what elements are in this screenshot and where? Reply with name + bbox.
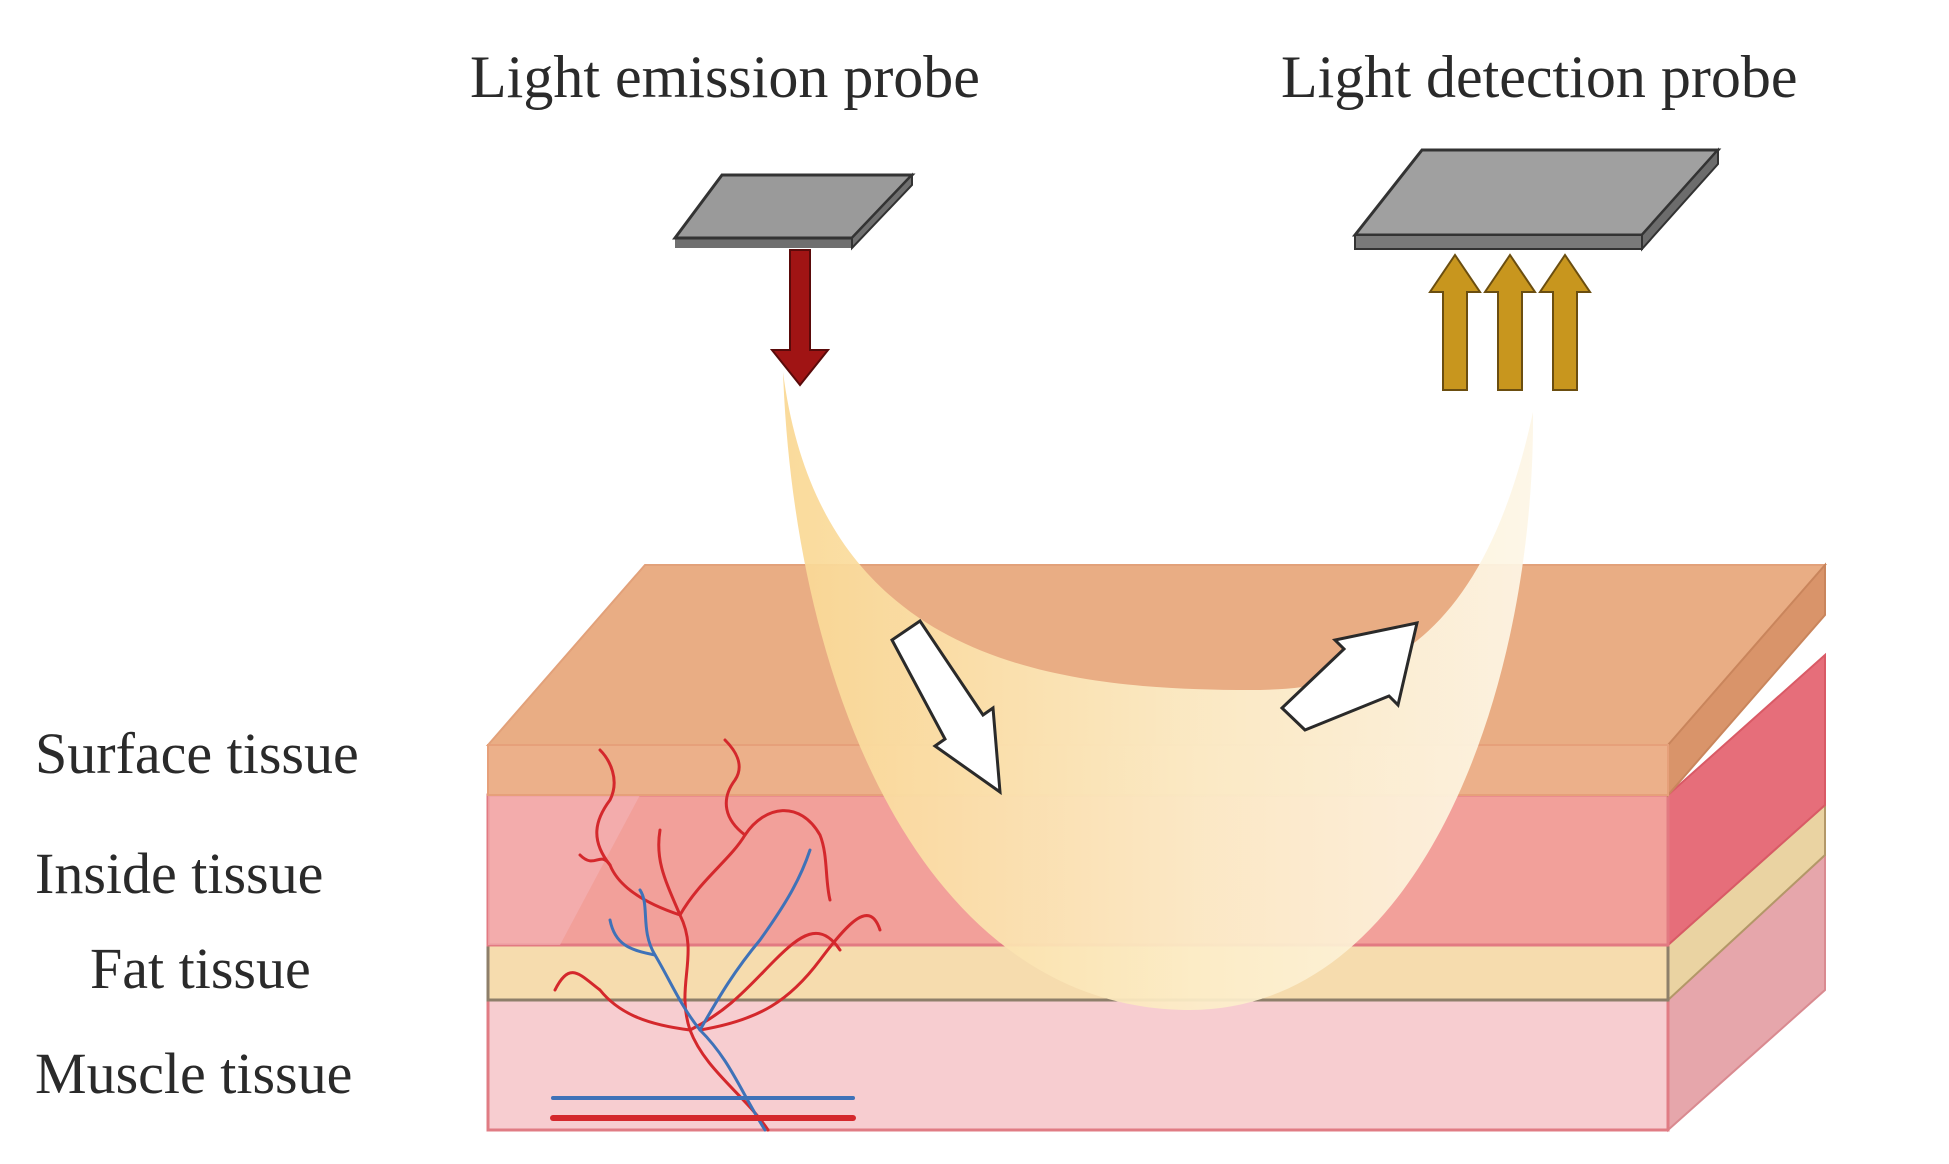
emission-probe-plate-edge [675, 238, 852, 248]
detection-probe-plate-right [1641, 147, 1719, 252]
detection-probe-label: Light detection probe [1281, 44, 1798, 110]
emission-probe-label: Light emission probe [470, 44, 980, 110]
inside-tissue-label: Inside tissue [35, 841, 323, 906]
detection-arrow [1538, 253, 1592, 391]
surface-tissue-label: Surface tissue [35, 721, 359, 786]
emission-probe-plate [672, 173, 916, 240]
fat-tissue-label: Fat tissue [90, 936, 311, 1001]
detection-arrow [1483, 253, 1537, 391]
path-out-arrow [1279, 621, 1419, 732]
inside-left-highlight [488, 795, 640, 945]
muscle-tissue-label: Muscle tissue [35, 1041, 352, 1106]
muscle-front-face [486, 998, 1670, 1132]
detection-arrow [1428, 253, 1482, 391]
detection-probe-plate-side [1354, 234, 1643, 250]
detection-probe [1351, 147, 1722, 391]
emission-probe-plate-side [851, 172, 913, 251]
path-in-arrow [890, 618, 1002, 796]
muscle-tissue-layer [486, 852, 1826, 1133]
blood-vessels [550, 738, 882, 1132]
emission-arrow [769, 249, 831, 387]
arteries [553, 738, 882, 1132]
light-path [783, 372, 1534, 1010]
veins [608, 848, 812, 1132]
detection-arrows [1428, 253, 1592, 391]
emission-probe [672, 172, 916, 387]
